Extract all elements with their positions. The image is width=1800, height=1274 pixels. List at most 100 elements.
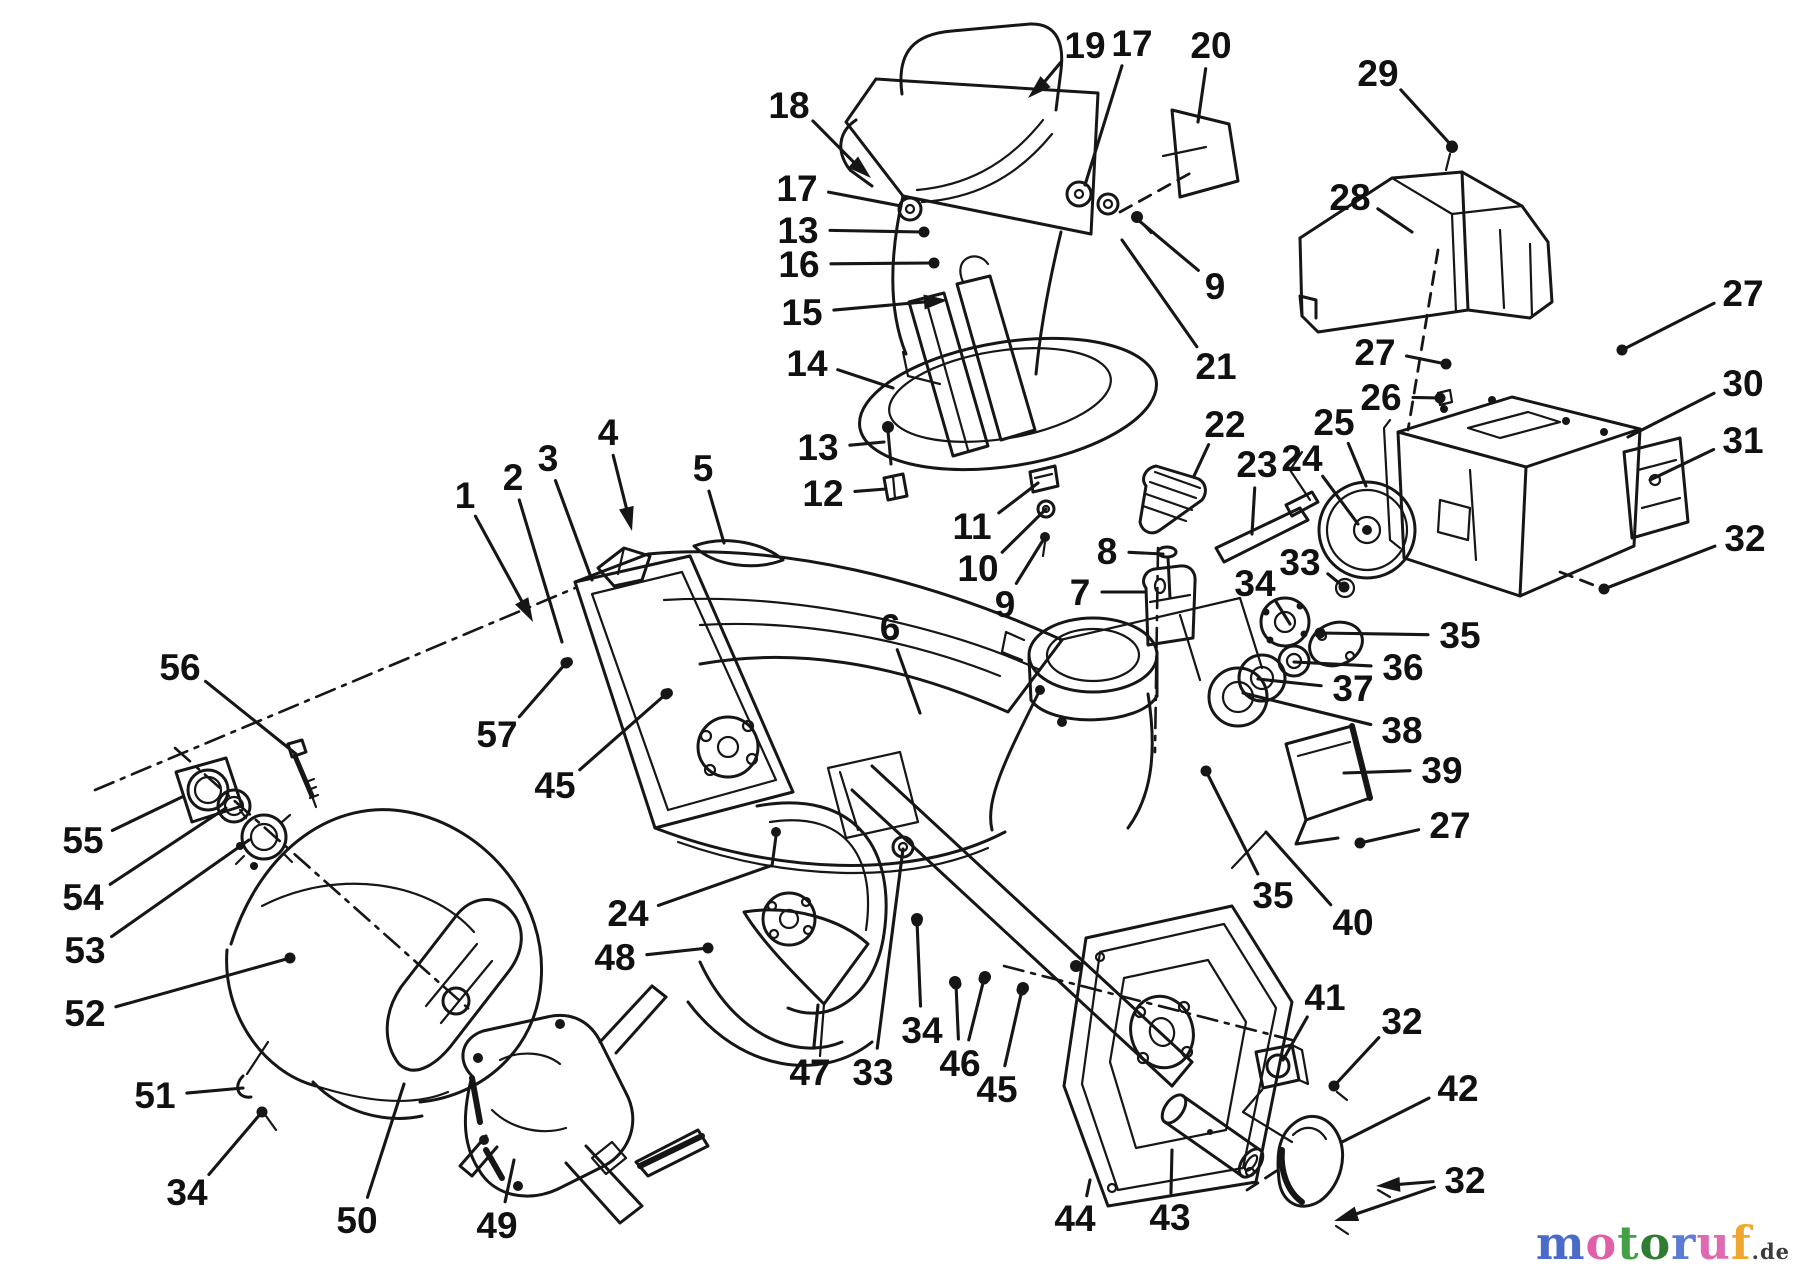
- watermark-letter: t: [1617, 1216, 1640, 1270]
- leader-line-8: [1127, 550, 1165, 556]
- leader-line-49: [503, 1158, 516, 1204]
- callout-label-11: 11: [952, 506, 991, 547]
- auger-housing: [93, 539, 1264, 1088]
- watermark-letter: r: [1671, 1216, 1697, 1270]
- callout-label-44: 44: [1054, 1198, 1096, 1239]
- leader-line-39: [1342, 769, 1412, 775]
- leader-arrowhead: [923, 294, 948, 310]
- fastener-dot: [284, 952, 296, 964]
- callout-label-32: 32: [1444, 1160, 1485, 1201]
- callout-label-15: 15: [781, 292, 822, 333]
- leader-line-12: [853, 487, 888, 494]
- leader-line-43: [1169, 1148, 1174, 1195]
- leader-line-17: [826, 190, 903, 208]
- motoruf-watermark: motoruf.de: [1536, 1220, 1790, 1266]
- leader-line-2: [517, 498, 564, 644]
- leader-line-25: [1346, 441, 1368, 488]
- axle-bearing-block: [1241, 1043, 1349, 1144]
- leader-line-37: [1256, 677, 1323, 688]
- callout-label-42: 42: [1437, 1068, 1478, 1109]
- leader-line-23: [1250, 486, 1257, 536]
- leader-line-53: [110, 838, 251, 939]
- fastener-dot: [928, 257, 940, 269]
- callout-label-16: 16: [778, 244, 819, 285]
- leader-line-40: [1264, 830, 1333, 907]
- leader-line-46: [954, 982, 960, 1041]
- callout-label-34: 34: [1234, 563, 1276, 604]
- callout-label-22: 22: [1204, 404, 1245, 445]
- leader-arrowhead: [619, 505, 634, 531]
- belt-cover: [1298, 141, 1554, 432]
- leader-line-9: [1135, 217, 1200, 272]
- leader-line-56: [204, 679, 298, 756]
- leader-line-18: [811, 119, 860, 168]
- watermark-letter: m: [1535, 1216, 1586, 1270]
- callout-label-35: 35: [1252, 875, 1293, 916]
- leader-line-55: [110, 795, 184, 832]
- fastener-dot: [918, 226, 930, 238]
- leader-arrowhead: [1376, 1176, 1401, 1192]
- callout-label-17: 17: [776, 168, 817, 209]
- callout-label-45: 45: [534, 765, 575, 806]
- callout-label-18: 18: [768, 85, 809, 126]
- callout-label-27: 27: [1722, 273, 1763, 314]
- support-bracket: [1230, 723, 1373, 870]
- callout-label-14: 14: [786, 343, 828, 384]
- leader-line-1: [473, 514, 527, 608]
- leader-line-27: [1620, 301, 1716, 352]
- callout-label-37: 37: [1332, 668, 1373, 709]
- right-side-plate: [1002, 904, 1294, 1208]
- callout-label-55: 55: [62, 820, 103, 861]
- callout-label-2: 2: [503, 457, 524, 498]
- leader-line-33: [875, 847, 905, 1050]
- leader-line-3: [553, 479, 594, 582]
- fastener-dot: [1616, 344, 1628, 356]
- callout-label-52: 52: [64, 993, 105, 1034]
- leader-line-16: [829, 261, 936, 266]
- callout-label-17: 17: [1111, 23, 1152, 64]
- callout-label-9: 9: [995, 584, 1016, 625]
- leader-line-47: [812, 1003, 820, 1050]
- leader-line-22: [1192, 443, 1211, 478]
- callout-label-26: 26: [1360, 377, 1401, 418]
- watermark-domain-suffix: .de: [1751, 1239, 1790, 1264]
- chute-mount-small-parts: [882, 421, 1197, 754]
- leader-line-27: [1405, 354, 1448, 366]
- callout-label-48: 48: [594, 937, 635, 978]
- callout-label-36: 36: [1382, 647, 1423, 688]
- impeller-fan: [686, 801, 888, 1067]
- callout-label-32: 32: [1724, 518, 1765, 559]
- callout-label-3: 3: [538, 438, 559, 479]
- callout-label-46: 46: [939, 1043, 980, 1084]
- leader-line-41: [1281, 1015, 1309, 1062]
- callout-label-20: 20: [1190, 25, 1231, 66]
- callout-label-1: 1: [455, 475, 476, 516]
- leader-line-45: [578, 692, 668, 772]
- leader-line-13: [828, 228, 926, 234]
- callout-label-21: 21: [1195, 346, 1236, 387]
- leader-line-28: [1376, 207, 1414, 234]
- leader-line-32: [1332, 1036, 1381, 1088]
- leader-line-32: [1392, 1180, 1435, 1187]
- fastener-dot: [978, 973, 990, 985]
- leader-line-45: [1003, 988, 1024, 1068]
- gearbox: [458, 984, 710, 1225]
- callout-label-49: 49: [476, 1205, 517, 1246]
- leader-line-32: [1349, 1185, 1437, 1218]
- callout-label-51: 51: [134, 1075, 175, 1116]
- machine-line-art: [93, 22, 1690, 1236]
- leader-line-4: [611, 453, 630, 516]
- fastener-dot: [1440, 358, 1452, 370]
- leader-line-29: [1399, 88, 1454, 148]
- leader-line-5: [707, 489, 726, 545]
- callout-label-10: 10: [957, 548, 998, 589]
- leader-line-13: [848, 440, 886, 447]
- callout-label-6: 6: [880, 607, 901, 648]
- callout-label-50: 50: [336, 1200, 377, 1241]
- leader-line-21: [1120, 238, 1199, 349]
- leader-arrowhead: [848, 156, 871, 178]
- callout-label-23: 23: [1236, 444, 1277, 485]
- callout-label-54: 54: [62, 877, 104, 918]
- fastener-dot: [1314, 627, 1326, 639]
